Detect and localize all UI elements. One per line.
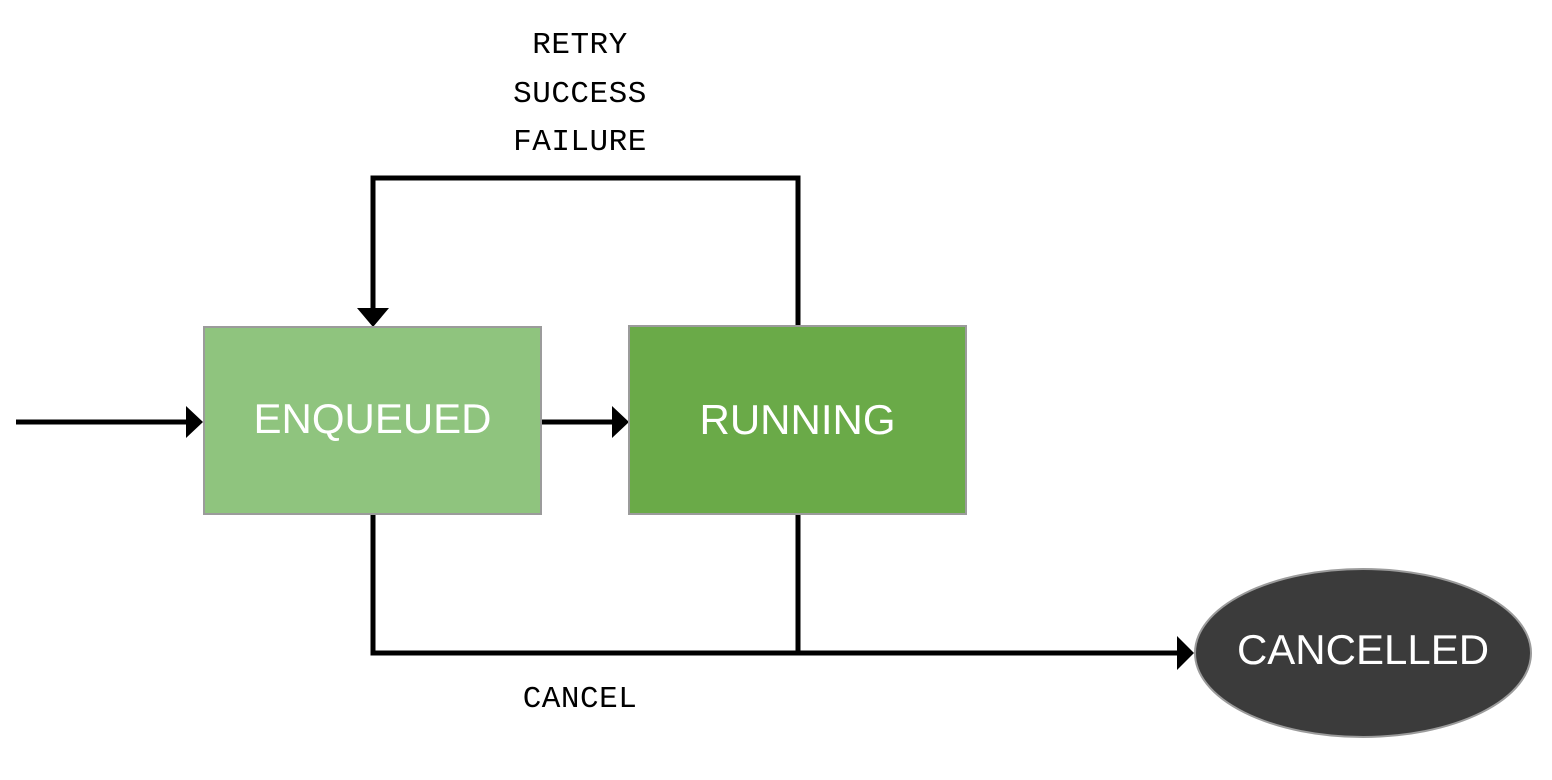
node-running-shape[interactable] xyxy=(628,325,967,515)
edge-running-to-enqueued-feedback-line xyxy=(370,175,801,326)
edge-enqueued-to-running xyxy=(541,406,629,438)
edge-start-to-enqueued-arrowhead xyxy=(186,406,203,438)
node-cancelled-label: CANCELLED xyxy=(1237,626,1489,673)
edge-enqueued-to-running-arrowhead xyxy=(612,406,629,438)
node-running[interactable]: RUNNING xyxy=(628,325,967,515)
edge-label-failure: FAILURE xyxy=(513,125,647,160)
edge-running-to-enqueued-feedback-arrowhead xyxy=(357,308,389,327)
edge-enqueued-to-cancelled-line xyxy=(370,514,1177,656)
edge-start-to-enqueued xyxy=(16,406,203,438)
node-cancelled-shape[interactable] xyxy=(1194,568,1532,738)
node-cancelled[interactable]: CANCELLED xyxy=(1194,568,1532,738)
edge-label-success: SUCCESS xyxy=(513,77,647,112)
node-running-label: RUNNING xyxy=(700,396,896,443)
edge-label-retry: RETRY xyxy=(532,28,628,63)
node-enqueued[interactable]: ENQUEUED xyxy=(203,326,542,515)
node-enqueued-shape[interactable] xyxy=(203,326,542,515)
node-enqueued-label: ENQUEUED xyxy=(253,395,491,442)
edge-enqueued-to-cancelled xyxy=(370,514,1194,670)
edge-enqueued-to-cancelled-arrowhead xyxy=(1177,636,1194,670)
edge-running-to-enqueued-feedback xyxy=(357,175,801,327)
edge-label-cancel: CANCEL xyxy=(523,682,638,717)
